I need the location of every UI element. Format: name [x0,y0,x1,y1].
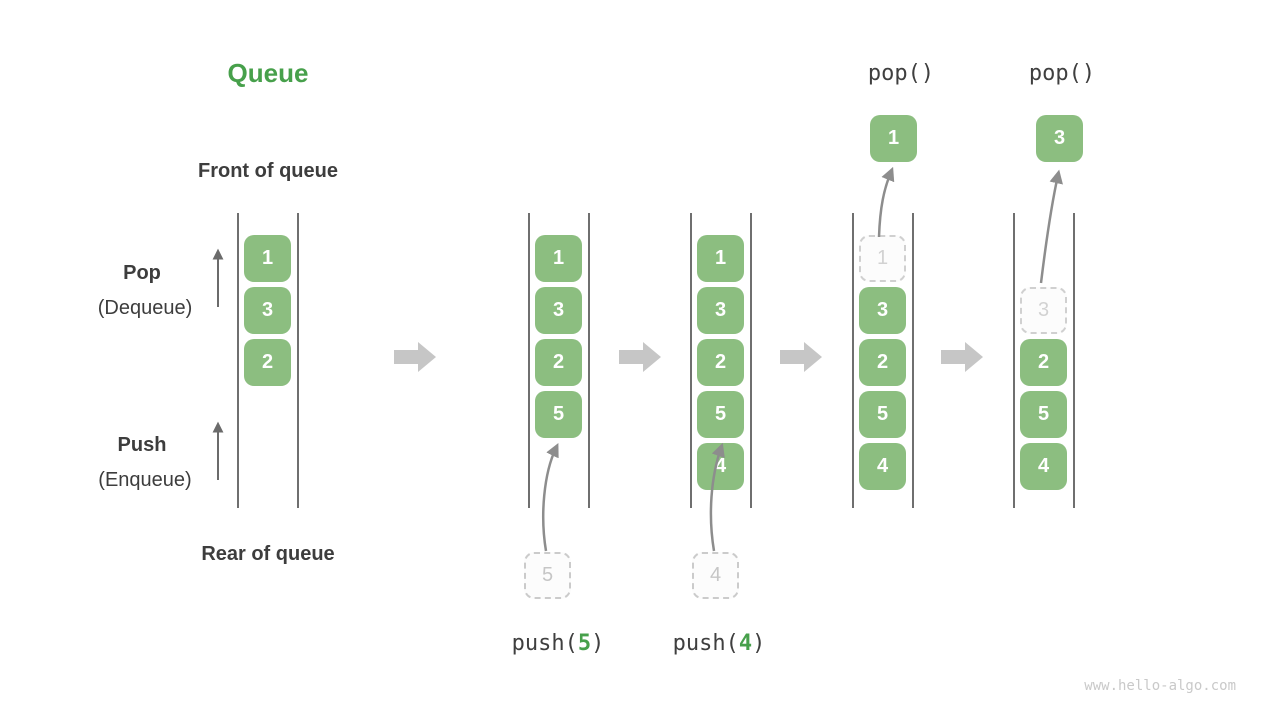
queue-wall-left [690,213,692,508]
queue-element: 2 [697,339,744,386]
queue-element: 4 [859,443,906,490]
push-4-operation-label: push(4) [672,631,766,656]
queue-element: 5 [535,391,582,438]
staged-element: 4 [692,552,739,599]
push-label: Push [117,434,167,456]
queue-element: 4 [1020,443,1067,490]
removed-element-slot: 3 [1020,287,1067,334]
queue-element: 2 [859,339,906,386]
state-transition-arrow-icon [394,342,436,372]
queue-wall-right [912,213,914,508]
state-transition-arrow-icon [780,342,822,372]
removed-element-slot: 1 [859,235,906,282]
rear-of-queue-label: Rear of queue [201,543,335,565]
push-5-arrow-icon [542,443,559,552]
queue-element: 5 [697,391,744,438]
dequeue-label: (Dequeue) [97,297,193,319]
pop-3-arrow-icon [1039,169,1063,284]
queue-element: 4 [697,443,744,490]
queue-element: 3 [697,287,744,334]
queue-wall-left [237,213,239,508]
queue-element: 5 [1020,391,1067,438]
queue-wall-right [588,213,590,508]
queue-element: 5 [859,391,906,438]
queue-element: 2 [535,339,582,386]
queue-element: 2 [244,339,291,386]
diagram-title: Queue [227,58,309,88]
front-of-queue-label: Front of queue [198,160,338,182]
queue-element: 3 [535,287,582,334]
queue-wall-left [528,213,530,508]
staged-element: 5 [524,552,571,599]
queue-element: 3 [244,287,291,334]
watermark: www.hello-algo.com [1084,678,1236,694]
queue-element: 2 [1020,339,1067,386]
queue-element: 1 [535,235,582,282]
state-transition-arrow-icon [941,342,983,372]
pop-label: Pop [123,262,161,284]
queue-wall-right [1073,213,1075,508]
queue-element: 3 [859,287,906,334]
pop-1-arrow-icon [877,166,895,238]
popped-element: 1 [870,115,917,162]
queue-wall-right [297,213,299,508]
enqueue-label: (Enqueue) [98,469,192,491]
push-5-operation-label: push(5) [511,631,605,656]
popped-element: 3 [1036,115,1083,162]
pop-operation-label: pop() [1028,61,1096,86]
queue-wall-left [1013,213,1015,508]
queue-element: 1 [244,235,291,282]
queue-wall-right [750,213,752,508]
pop-operation-label: pop() [867,61,935,86]
queue-wall-left [852,213,854,508]
state-transition-arrow-icon [619,342,661,372]
queue-element: 1 [697,235,744,282]
